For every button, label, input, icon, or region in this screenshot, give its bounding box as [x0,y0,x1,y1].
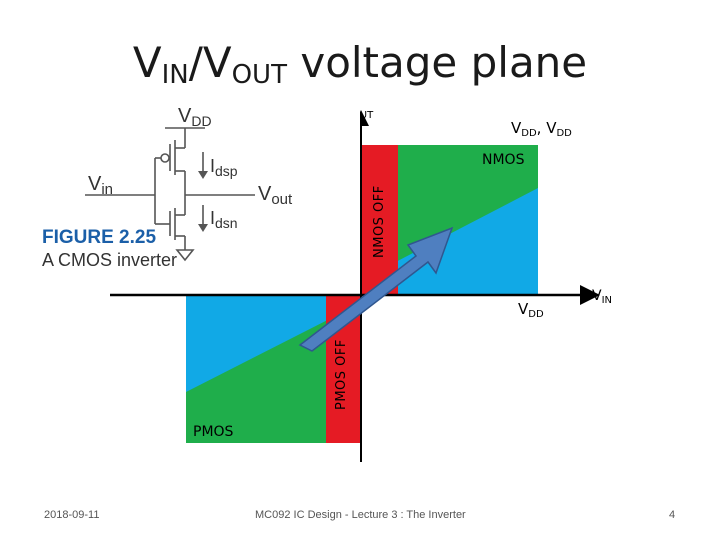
nmos-label: NMOS [482,152,525,168]
nmos-off-band [361,145,398,295]
footer-date: 2018-09-11 [44,509,100,521]
fig-vin-label: Vin [88,173,113,198]
fig-idsn-label: Idsn [210,208,238,231]
vdd-x-label: VDD [518,300,544,320]
pmos-off-label: PMOS OFF [334,339,349,410]
nmos-off-label: NMOS OFF [372,185,387,258]
footer-course: MC092 IC Design - Lecture 3 : The Invert… [255,509,466,521]
page-title: VIN/VOUT voltage plane [132,38,588,90]
fig-vdd-label: VDD [178,105,212,129]
fig-caption-text: A CMOS inverter [42,250,177,270]
fig-idsp-label: Idsp [210,156,238,179]
footer-page-number: 4 [669,509,676,521]
cmos-inverter-figure: VDD Idsp Idsn Vin Vout FIGURE 2.25 A CMO… [40,100,360,275]
fig-vout-label: Vout [258,183,293,208]
transition-arrow [298,226,454,352]
fig-caption-title: FIGURE 2.25 [42,227,156,248]
vin-axis-label: VIN [592,288,613,306]
pmos-label: PMOS [193,424,234,440]
vdd-corner-label: VDD, VDD [511,119,572,139]
